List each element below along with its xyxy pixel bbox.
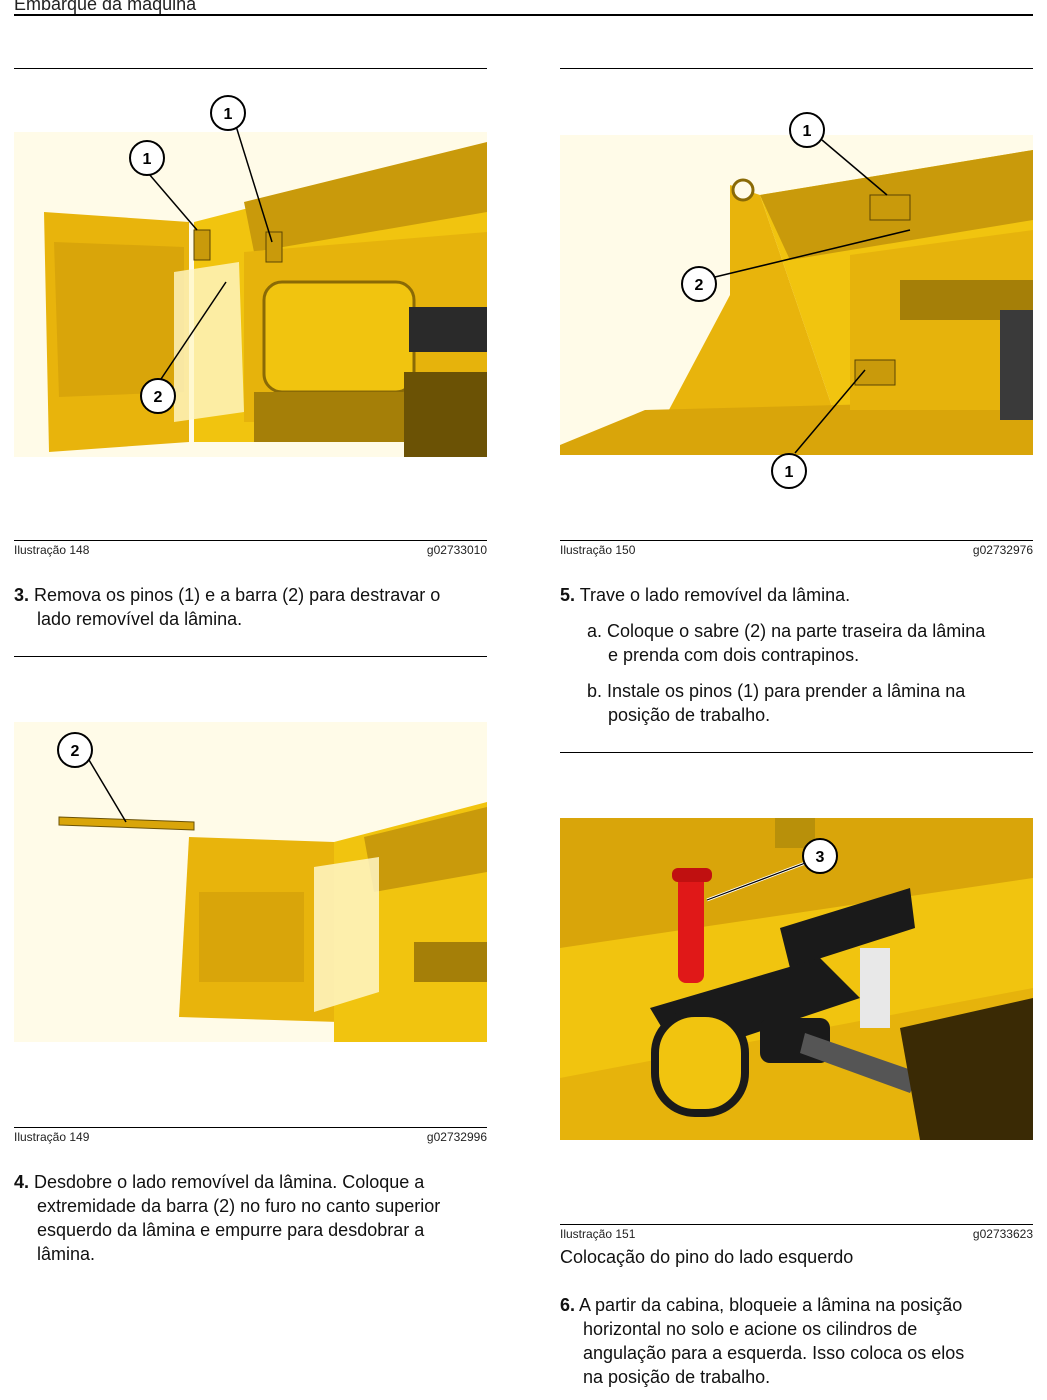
step-text: na posição de trabalho. (583, 1367, 771, 1387)
callout-2: 2 (71, 743, 80, 760)
step-text: extremidade da barra (2) no furo no cant… (37, 1196, 441, 1216)
illustration-149: 2 (14, 722, 487, 1042)
callout-2: 2 (695, 277, 704, 294)
figure-code: g02732996 (426, 1130, 487, 1144)
callout-3: 3 (816, 849, 825, 866)
step-text: lado removível da lâmina. (37, 609, 243, 629)
step-text: Trave o lado removível da lâmina. (579, 585, 851, 605)
section-divider (14, 68, 487, 69)
step-number: 3. (14, 585, 30, 605)
callout-2: 2 (154, 389, 163, 406)
step-3: 3. Remova os pinos (1) e a barra (2) par… (14, 583, 494, 631)
page-header-title: Embarque da máquina (14, 0, 197, 14)
figure-label: Ilustração 151 (560, 1227, 636, 1241)
figure-caption-148: Ilustração 148 g02733010 (14, 540, 487, 557)
step-5: 5. Trave o lado removível da lâmina. (560, 583, 1040, 607)
header-divider (14, 14, 1033, 16)
figure-description: Colocação do pino do lado esquerdo (560, 1247, 854, 1267)
step-text: lâmina. (37, 1244, 96, 1264)
illustration-150: 1 2 1 (560, 110, 1033, 490)
figure-caption-149: Ilustração 149 g02732996 (14, 1127, 487, 1144)
figure-caption-150: Ilustração 150 g02732976 (560, 540, 1033, 557)
figure-label: Ilustração 149 (14, 1130, 90, 1144)
step-text: horizontal no solo e acione os cilindros… (583, 1319, 918, 1339)
figure-code: g02732976 (972, 543, 1033, 557)
figure-label: Ilustração 148 (14, 543, 90, 557)
illustration-151: 3 (560, 818, 1033, 1140)
figure-label: Ilustração 150 (560, 543, 636, 557)
figure-code: g02733010 (426, 543, 487, 557)
figure-code: g02733623 (972, 1227, 1033, 1241)
step-number: 4. (14, 1172, 30, 1192)
step-text: angulação para a esquerda. Isso coloca o… (583, 1343, 965, 1363)
figure-caption-151: Ilustração 151 g02733623 (560, 1224, 1033, 1241)
step-number: 6. (560, 1295, 576, 1315)
callout-1: 1 (785, 464, 794, 481)
step-5a: a. Coloque o sabre (2) na parte traseira… (587, 619, 1037, 667)
substep-text: posição de trabalho. (608, 705, 771, 725)
step-text: A partir da cabina, bloqueie a lâmina na… (579, 1295, 963, 1315)
callout-1: 1 (803, 123, 812, 140)
section-divider (560, 68, 1033, 69)
step-text: Desdobre o lado removível da lâmina. Col… (34, 1172, 425, 1192)
step-text: esquerdo da lâmina e empurre para desdob… (37, 1220, 425, 1240)
step-4: 4. Desdobre o lado removível da lâmina. … (14, 1170, 494, 1266)
step-number: 5. (560, 585, 576, 605)
step-text: Remova os pinos (1) e a barra (2) para d… (34, 585, 441, 605)
callout-1: 1 (143, 151, 152, 168)
step-5b: b. Instale os pinos (1) para prender a l… (587, 679, 1037, 727)
step-6: 6. A partir da cabina, bloqueie a lâmina… (560, 1293, 1040, 1389)
section-divider (560, 752, 1033, 753)
section-divider (14, 656, 487, 657)
substep-text: a. Coloque o sabre (2) na parte traseira… (587, 621, 986, 641)
callout-1: 1 (224, 106, 233, 123)
illustration-148: 1 1 2 (14, 92, 487, 457)
substep-text: e prenda com dois contrapinos. (608, 645, 860, 665)
substep-text: b. Instale os pinos (1) para prender a l… (587, 681, 966, 701)
